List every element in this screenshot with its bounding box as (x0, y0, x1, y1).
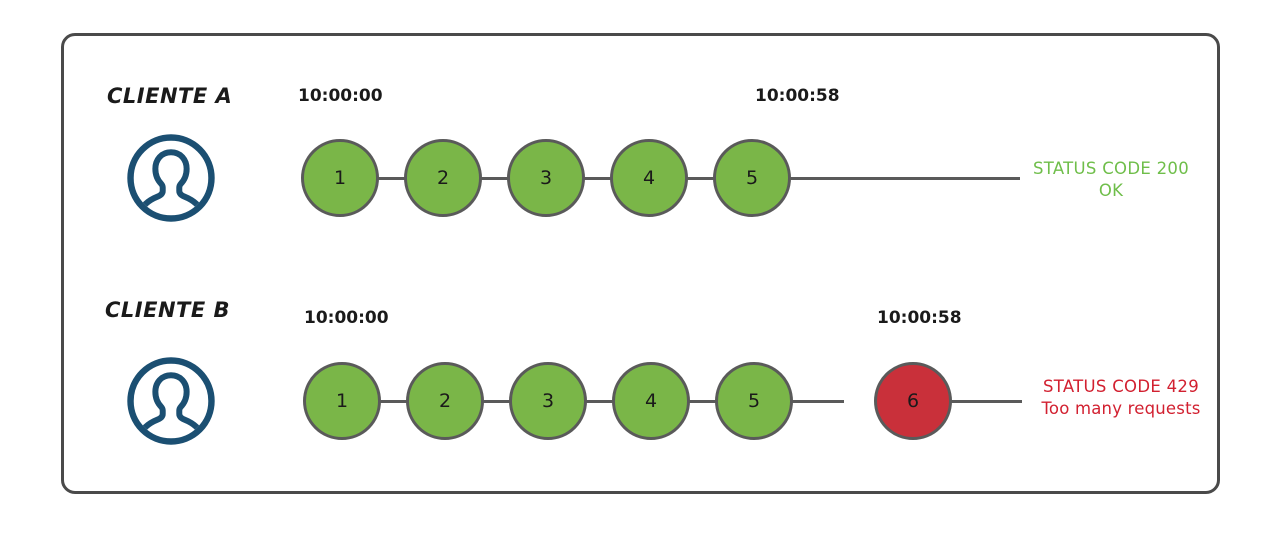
request-node-rejected[interactable]: 6 (874, 362, 952, 440)
connector-b-4 (681, 400, 741, 403)
connector-a-tail (782, 177, 1020, 180)
client-a-label: CLIENTE A (107, 84, 233, 108)
client-b-end-time: 10:00:58 (877, 308, 962, 328)
request-node-label: 4 (644, 390, 658, 412)
request-node-label: 1 (333, 167, 347, 189)
request-node-label: 5 (747, 390, 761, 412)
client-b-status: STATUS CODE 429 Too many requests (1021, 376, 1221, 421)
request-node[interactable]: 1 (303, 362, 381, 440)
connector-a-2 (473, 177, 533, 180)
user-avatar-icon (125, 355, 217, 447)
request-node[interactable]: 5 (715, 362, 793, 440)
request-node-label: 1 (335, 390, 349, 412)
client-b-label: CLIENTE B (105, 298, 231, 322)
request-node-label: 4 (642, 167, 656, 189)
request-node[interactable]: 4 (612, 362, 690, 440)
client-a-status: STATUS CODE 200 OK (1026, 158, 1196, 203)
connector-a-3 (576, 177, 636, 180)
connector-a-4 (679, 177, 739, 180)
request-node[interactable]: 2 (404, 139, 482, 217)
request-node[interactable]: 3 (509, 362, 587, 440)
request-node-label: 3 (541, 390, 555, 412)
connector-a-1 (370, 177, 430, 180)
request-node[interactable]: 2 (406, 362, 484, 440)
request-node-label: 2 (436, 167, 450, 189)
status-message-line: Too many requests (1041, 399, 1201, 419)
connector-b-5 (784, 400, 844, 403)
request-node-label: 2 (438, 390, 452, 412)
request-node-label: 6 (906, 390, 920, 412)
connector-b-tail (950, 400, 1022, 403)
request-node-label: 3 (539, 167, 553, 189)
client-b-start-time: 10:00:00 (304, 308, 389, 328)
status-code-line: STATUS CODE 200 (1032, 159, 1190, 178)
connector-b-2 (475, 400, 535, 403)
status-message-line: OK (1098, 181, 1124, 201)
status-code-line: STATUS CODE 429 (1042, 377, 1200, 396)
connector-b-1 (372, 400, 432, 403)
client-a-start-time: 10:00:00 (298, 86, 383, 106)
request-node[interactable]: 5 (713, 139, 791, 217)
request-node[interactable]: 1 (301, 139, 379, 217)
connector-b-3 (578, 400, 638, 403)
request-node-label: 5 (745, 167, 759, 189)
request-node[interactable]: 3 (507, 139, 585, 217)
user-avatar-icon (125, 132, 217, 224)
client-a-end-time: 10:00:58 (755, 86, 840, 106)
request-node[interactable]: 4 (610, 139, 688, 217)
